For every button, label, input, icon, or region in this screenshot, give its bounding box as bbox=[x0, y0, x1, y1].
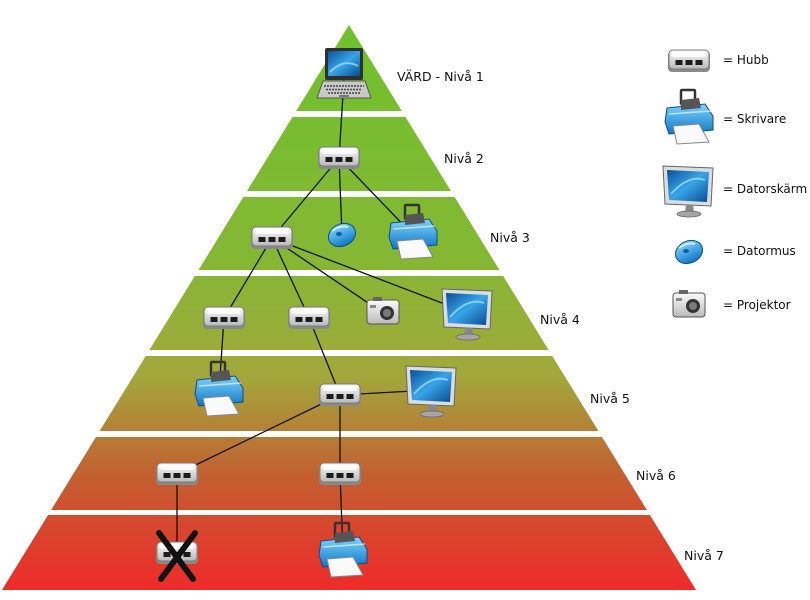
connection-line-h5-h6a bbox=[176, 394, 341, 475]
legend-label-mouse: = Datormus bbox=[723, 244, 796, 258]
hub-icon bbox=[318, 146, 360, 169]
connection-line-h3-mon4 bbox=[271, 237, 469, 314]
printer-icon bbox=[388, 203, 438, 260]
hub-icon bbox=[319, 383, 361, 406]
mouse-icon bbox=[327, 222, 357, 248]
level-label-7: Nivå 7 bbox=[684, 548, 724, 563]
hub-icon bbox=[319, 462, 361, 485]
monitor-icon bbox=[405, 365, 457, 418]
pyramid-levels bbox=[2, 25, 696, 590]
connection-line-h3-h4a bbox=[223, 237, 273, 319]
level-label-4: Nivå 4 bbox=[540, 312, 580, 327]
connection-line-h3-proj4 bbox=[271, 237, 384, 314]
legend-label-printer: = Skrivare bbox=[723, 112, 787, 126]
removed-cross-icon bbox=[156, 530, 198, 582]
legend-hub-icon bbox=[668, 49, 710, 72]
printer-icon bbox=[194, 360, 244, 417]
connection-line-h3-h4b bbox=[271, 237, 310, 319]
legend-mouse-icon bbox=[674, 239, 704, 265]
legend-label-projector: = Projektor bbox=[723, 298, 791, 312]
connection-line-h4b-h5 bbox=[308, 317, 341, 396]
hub-icon bbox=[203, 306, 245, 329]
level-label-3: Nivå 3 bbox=[490, 230, 530, 245]
hub-icon bbox=[288, 306, 330, 329]
connection-line-h2-h3 bbox=[271, 157, 340, 239]
level-label-2: Nivå 2 bbox=[444, 151, 484, 166]
hub-icon bbox=[156, 530, 198, 582]
hub-icon bbox=[156, 462, 198, 485]
hub-icon bbox=[251, 226, 293, 249]
level-label-5: Nivå 5 bbox=[590, 391, 630, 406]
legend-label-hub: = Hubb bbox=[723, 53, 769, 67]
laptop-icon bbox=[316, 48, 372, 99]
level-label-1: VÄRD - Nivå 1 bbox=[397, 69, 484, 84]
legend-label-monitor: = Datorskärm bbox=[723, 182, 808, 196]
legend-printer-icon bbox=[664, 88, 714, 145]
network-nodes bbox=[156, 48, 493, 582]
printer-icon bbox=[318, 521, 368, 578]
monitor-icon bbox=[441, 288, 493, 341]
level-label-6: Nivå 6 bbox=[636, 468, 676, 483]
legend-projector-icon bbox=[672, 290, 706, 318]
legend-monitor-icon bbox=[662, 165, 714, 218]
projector-icon bbox=[366, 297, 400, 325]
legend bbox=[662, 49, 714, 318]
connection-line-h2-mouse3 bbox=[338, 157, 343, 236]
